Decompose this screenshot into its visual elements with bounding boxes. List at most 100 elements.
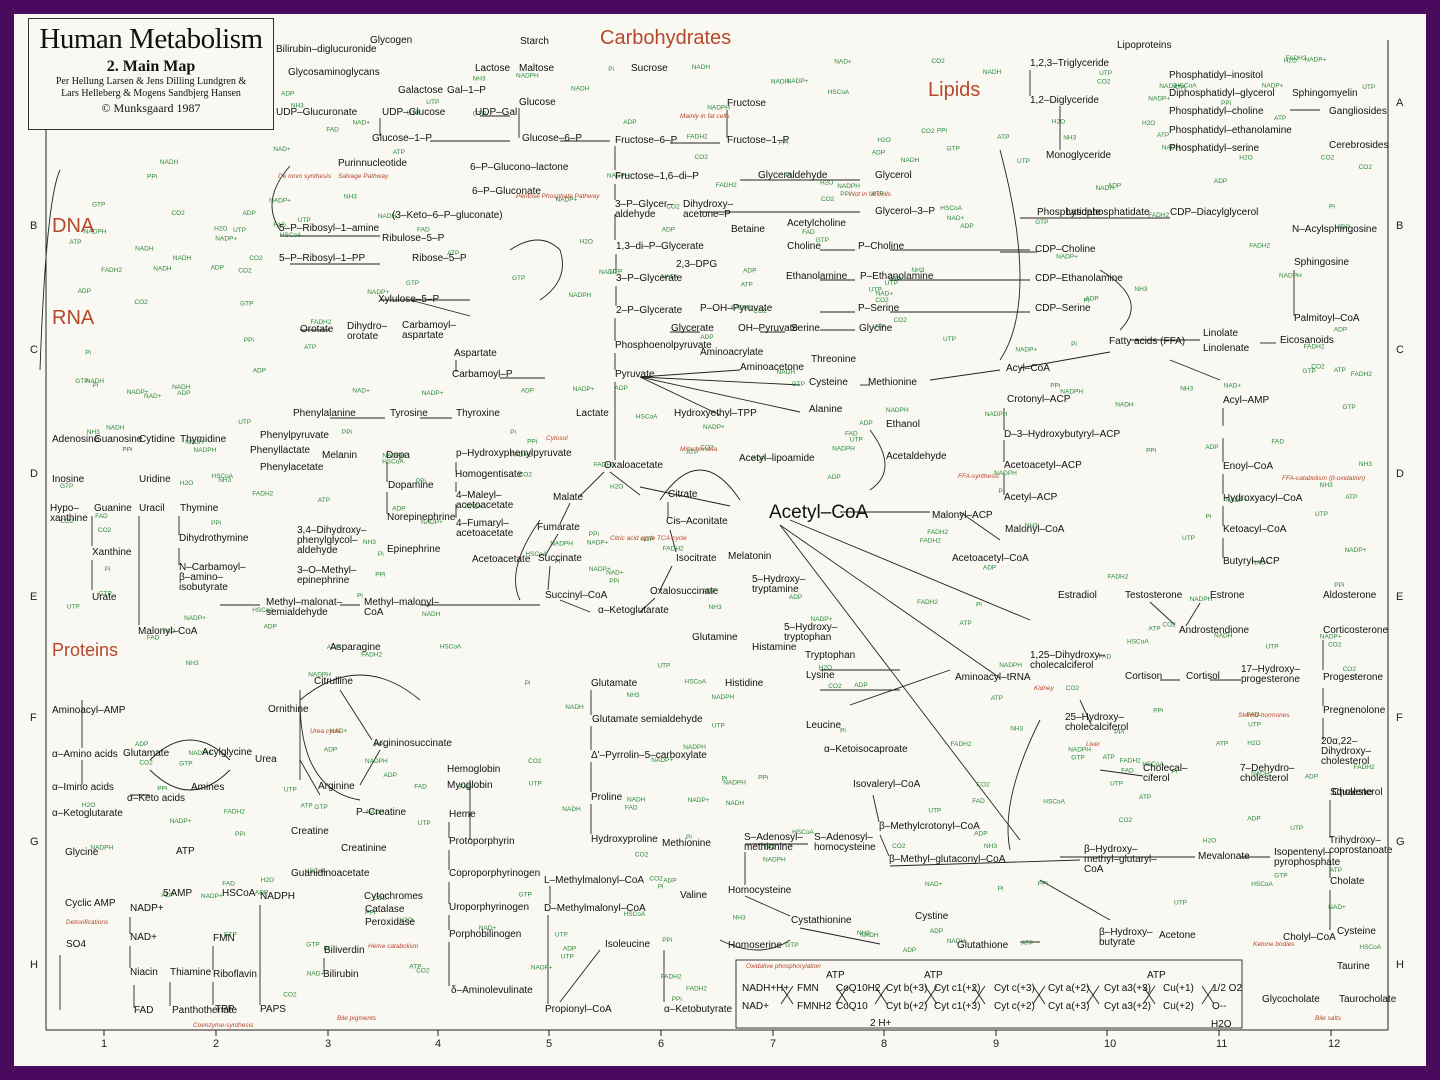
cofactor-label: ATP xyxy=(997,134,1009,141)
metabolite: Cysteine xyxy=(809,377,848,388)
metabolite-multiline: Hypo–xanthine xyxy=(50,503,88,524)
cofactor-label: NH3 xyxy=(627,692,640,699)
cofactor-label: GTP xyxy=(60,483,73,490)
cofactor-label: PPi xyxy=(375,571,385,578)
cofactor-label: NADH xyxy=(901,157,920,164)
cofactor-label: NADH xyxy=(565,704,584,711)
cofactor-label: Pi xyxy=(686,834,692,841)
metabolite: Hydroxyethyl–TPP xyxy=(674,408,757,419)
cofactor-label: GTP xyxy=(816,237,829,244)
column-label: 10 xyxy=(1104,1038,1116,1050)
copyright: © Munksgaard 1987 xyxy=(101,101,201,115)
cofactor-label: NADH xyxy=(422,611,441,618)
metabolite-multiline: Dihydroxy–acetone–P xyxy=(683,199,733,220)
cofactor-label: Pi xyxy=(378,551,384,558)
metabolite: Uracil xyxy=(139,503,165,514)
region-note: FFA-catabolism (β-oxidation) xyxy=(1282,475,1365,482)
cofactor-label: NH3 xyxy=(1320,482,1333,489)
metabolite-multiline: 3–O–Methyl–epinephrine xyxy=(297,565,357,586)
cofactor-label: Pi xyxy=(85,349,91,356)
row-label: H xyxy=(30,959,38,971)
metabolite: Sphingosine xyxy=(1294,257,1349,268)
metabolite: Progesterone xyxy=(1323,672,1383,683)
metabolite: Dopa xyxy=(386,450,410,461)
reaction-arrow xyxy=(639,376,721,416)
metabolite: UDP–Glucuronate xyxy=(276,107,358,118)
cofactor-label: ATP xyxy=(393,149,405,156)
cofactor-label: NH3 xyxy=(218,477,231,484)
etc-oxidized-carrier: Cyt a3(+2) xyxy=(1104,1001,1151,1012)
cofactor-label: HSCoA xyxy=(440,644,462,651)
metabolite: 3–P–Glycerate xyxy=(616,273,683,284)
cofactor-label: ADP xyxy=(615,385,628,392)
cofactor-label: NADP+ xyxy=(587,540,609,547)
metabolite-line: β–amino– xyxy=(179,572,224,583)
cofactor-label: HSCoA xyxy=(828,89,850,96)
cofactor-label: PPi xyxy=(609,578,619,585)
cofactor-label: GTP xyxy=(1302,368,1315,375)
cofactor-label: FAD xyxy=(459,784,472,791)
cofactor-label: Pi xyxy=(525,680,531,687)
cofactor-label: ADP xyxy=(1205,444,1218,451)
metabolite: Hemoglobin xyxy=(447,764,500,775)
region-note: Liver xyxy=(1086,741,1101,748)
metabolite-line: epinephrine xyxy=(297,575,350,586)
metabolite: UDP–Glucose xyxy=(382,107,446,118)
cofactor-label: H2O xyxy=(820,179,833,186)
cofactor-label: ATP xyxy=(1157,132,1169,139)
cofactor-label: Pi xyxy=(1351,674,1357,681)
cofactor-label: NH3 xyxy=(984,843,997,850)
reaction-arrow xyxy=(1169,359,1221,381)
etc-reduced-carrier: NADH+H+ xyxy=(742,983,789,994)
row-label: G xyxy=(30,836,39,848)
cofactor-label: ADP xyxy=(177,390,190,397)
cofactor-label: NAD+ xyxy=(834,58,852,65)
section-title-dna: DNA xyxy=(52,215,95,237)
cofactor-label: HSCoA xyxy=(792,829,814,836)
metabolite: α–Ketobutyrate xyxy=(664,1004,732,1015)
metabolite: Squalene xyxy=(1330,787,1373,798)
cofactor-label: ADP xyxy=(641,536,654,543)
section-title-proteins: Proteins xyxy=(52,640,118,660)
etc-protons: 2 H+ xyxy=(870,1018,892,1029)
cofactor-label: NADP+ xyxy=(811,616,833,623)
cofactor-label: UTP xyxy=(67,604,80,611)
cofactor-label: NADPH xyxy=(999,662,1022,669)
cofactor-label: ATP xyxy=(1139,794,1151,801)
etc-crossover xyxy=(780,985,794,1005)
cofactor-label: ADP xyxy=(663,877,676,884)
metabolite: Catalase xyxy=(365,904,405,915)
reaction-arrow xyxy=(639,369,741,378)
metabolite: Xanthine xyxy=(92,547,132,558)
cofactor-label: HSCoA xyxy=(1359,944,1381,951)
cofactor-label: CO2 xyxy=(1162,621,1176,628)
metabolite-multiline: S–Adenosyl–methionine xyxy=(744,832,803,853)
cofactor-label: CO2 xyxy=(1311,364,1325,371)
map-title: Human Metabolism xyxy=(39,23,263,55)
cofactor-label: PPi xyxy=(778,140,788,147)
metabolite: Malate xyxy=(553,492,583,503)
metabolite: Sphingomyelin xyxy=(1292,88,1358,99)
column-label: 9 xyxy=(993,1038,999,1050)
cofactor-label: ADP xyxy=(1337,224,1350,231)
cofactor-label: ADP xyxy=(623,119,636,126)
cofactor-label: ADP xyxy=(854,682,867,689)
region-note: Pentose Phosphate Pathway xyxy=(516,193,600,200)
reaction-curve xyxy=(539,249,563,301)
cofactor-label: NADH xyxy=(366,809,385,816)
cofactor-label: NADP+ xyxy=(422,390,444,397)
cofactor-label: NADPH xyxy=(569,292,592,299)
cofactor-label: GTP xyxy=(306,942,319,949)
cofactor-label: NAD+ xyxy=(925,881,943,888)
cofactor-label: NADH xyxy=(135,246,154,253)
metabolite: Thyroxine xyxy=(456,408,500,419)
metabolite-line: phenylglycol– xyxy=(297,535,358,546)
metabolite: Isovaleryl–CoA xyxy=(853,779,921,790)
metabolite: Epinephrine xyxy=(387,544,441,555)
metabolite-line: 5–Hydroxy– xyxy=(752,574,806,585)
metabolite: P–Creatine xyxy=(356,807,406,818)
metabolite: Acylglycine xyxy=(202,747,252,758)
metabolite: 5'AMP xyxy=(163,888,192,899)
cofactor-label: NAD+ xyxy=(465,504,483,511)
